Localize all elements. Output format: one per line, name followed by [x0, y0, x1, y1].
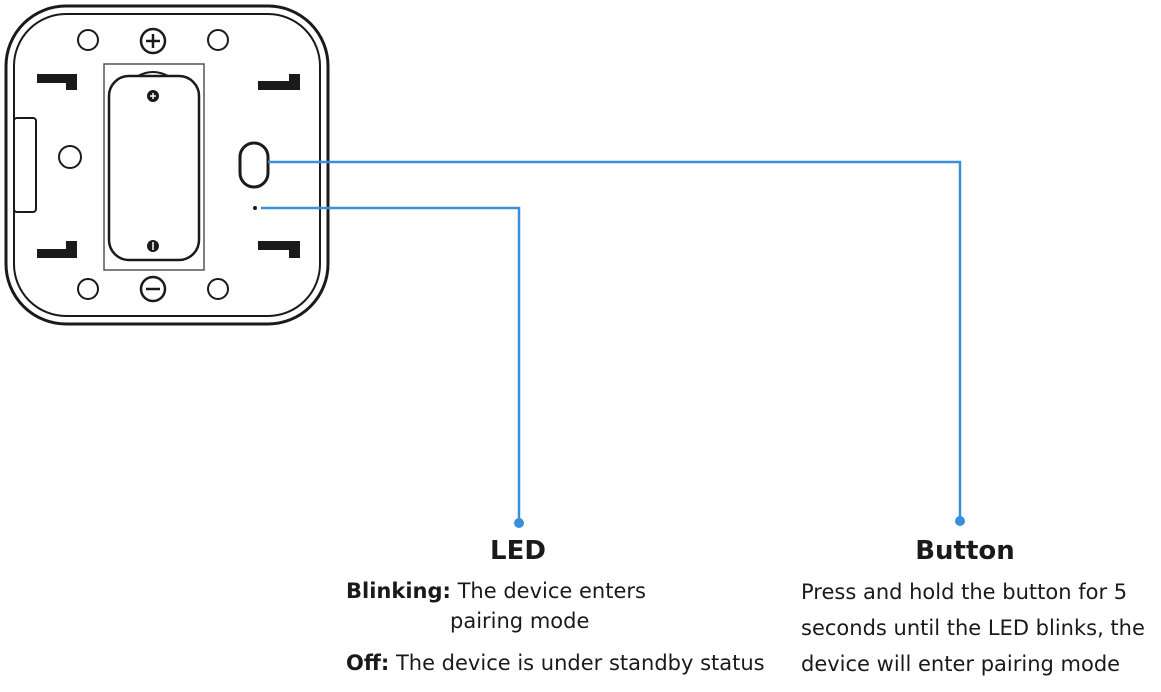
mount-hole [58, 145, 82, 169]
button-icon [238, 141, 270, 189]
button-description-line: device will enter pairing mode [801, 652, 1121, 676]
button-leader-dot [955, 516, 965, 526]
clip-bracket [37, 74, 77, 90]
mount-hole [77, 29, 99, 51]
button-heading: Button [915, 536, 1015, 566]
button-description-line: Press and hold the button for 5 [801, 580, 1128, 604]
led-off-text: The device is under standby status [395, 651, 765, 675]
clip-bracket [258, 74, 300, 90]
led-blinking-text-continued: pairing mode [450, 609, 590, 633]
button-description: Press and hold the button for 5 seconds … [801, 574, 1145, 682]
led-off-description: Off: The device is under standby status [346, 646, 765, 680]
battery-icon [107, 71, 201, 262]
minus-symbol-icon [139, 275, 167, 303]
led-dot-icon [253, 206, 257, 210]
led-blinking-description: Blinking: The device enters [346, 574, 646, 608]
device-outer-body [4, 4, 330, 326]
led-heading: LED [490, 536, 546, 566]
led-off-label: Off: [346, 651, 390, 675]
button-leader-line [268, 160, 962, 521]
clip-bracket [37, 241, 77, 258]
plus-symbol-icon [139, 27, 167, 55]
mount-hole [207, 278, 229, 300]
mount-hole [207, 29, 229, 51]
battery-compartment [103, 63, 205, 271]
side-tab [13, 117, 37, 213]
button-description-line: seconds until the LED blinks, the [801, 616, 1145, 640]
led-blinking-label: Blinking: [346, 579, 451, 603]
led-leader-dot [514, 518, 524, 528]
led-blinking-text: The device enters [457, 579, 646, 603]
mount-hole [77, 278, 99, 300]
clip-bracket [258, 241, 300, 258]
led-leader-line [261, 206, 521, 523]
